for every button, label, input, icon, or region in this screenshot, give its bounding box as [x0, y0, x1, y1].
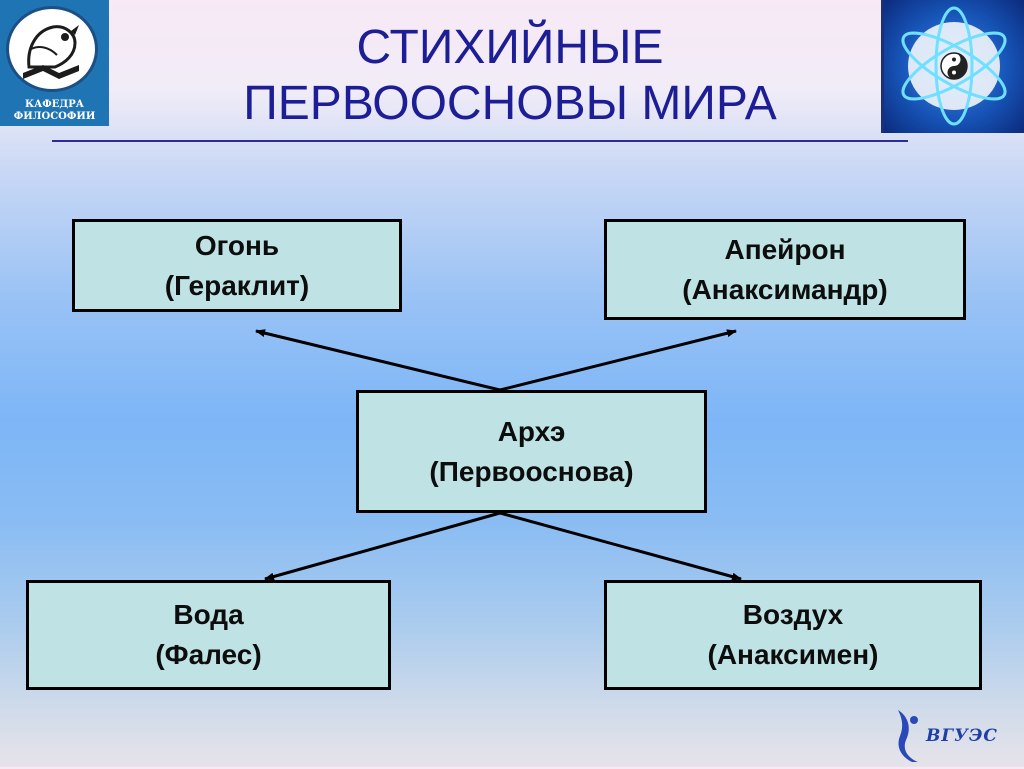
box-air-name: Воздух — [742, 599, 844, 630]
box-apeiron-author: (Анаксимандр) — [682, 273, 888, 305]
owl-emblem-icon — [6, 6, 98, 92]
arrow-to-apeiron — [499, 329, 737, 392]
title-line-1: СТИХИЙНЫЕ — [356, 21, 664, 74]
box-arche-author: (Первооснова) — [429, 455, 634, 487]
box-air-author: (Анаксимен) — [707, 639, 879, 670]
arrow-to-fire — [255, 329, 501, 392]
title-line-2: ПЕРВООСНОВЫ МИРА — [243, 77, 777, 130]
university-emblem-icon — [898, 710, 918, 762]
box-arche-name: Архэ — [497, 415, 566, 447]
box-arche: Архэ (Первооснова) — [356, 390, 707, 513]
box-fire-name: Огонь — [194, 229, 280, 261]
box-fire-author: (Гераклит) — [164, 269, 310, 301]
box-water: Вода (Фалес) — [26, 580, 391, 690]
box-water-name: Вода — [173, 599, 244, 630]
arrow-to-air — [499, 511, 742, 581]
atom-yin-yang-icon — [881, 0, 1024, 133]
logo-caption-line1: КАФЕДРА — [25, 99, 84, 110]
university-logo: ВГУЭС — [892, 706, 1020, 764]
title-underline — [52, 140, 908, 142]
arrow-to-water — [264, 511, 501, 581]
box-fire: Огонь (Гераклит) — [72, 219, 402, 312]
university-logo-label: ВГУЭС — [926, 726, 998, 746]
page-title: СТИХИЙНЫЕ ПЕРВООСНОВЫ МИРА — [130, 20, 890, 132]
box-apeiron: Апейрон (Анаксимандр) — [604, 219, 966, 320]
logo-caption-line2: ФИЛОСОФИИ — [13, 111, 96, 122]
box-water-author: (Фалес) — [155, 639, 262, 670]
box-air: Воздух (Анаксимен) — [604, 580, 982, 690]
department-logo: КАФЕДРА ФИЛОСОФИИ — [0, 0, 109, 126]
box-apeiron-name: Апейрон — [724, 233, 846, 265]
